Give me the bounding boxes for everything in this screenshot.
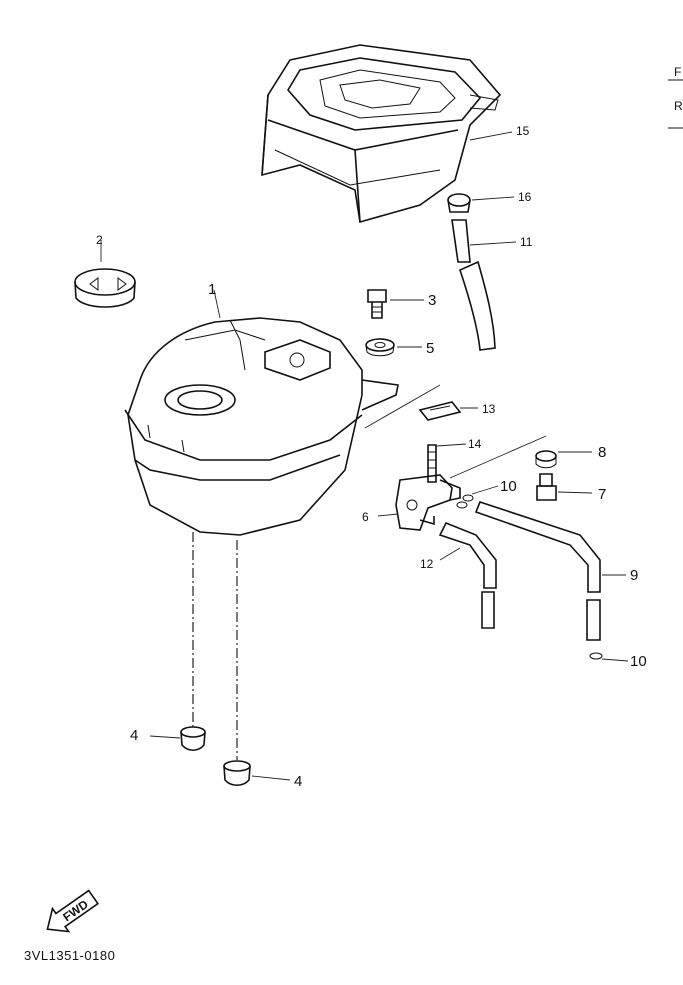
callout-4-right: 4 [294,773,302,790]
callout-12: 13 [482,402,496,416]
callout-15: 16 [518,190,532,204]
fwd-label: FWD [60,897,91,924]
part-13-screw [427,444,437,483]
part-10-clip-lower [589,652,603,660]
drawing-code: 3VL1351-0180 [24,948,115,963]
part-12-gasket [418,401,462,421]
callout-9: 9 [630,567,638,584]
edge-label-f: F [674,65,681,79]
fwd-arrow: FWD [46,889,100,933]
part-3-bolt [367,289,387,319]
part-16-hose [451,219,496,351]
part-6-fuel-cock [395,474,461,531]
callout-6: 6 [362,510,369,524]
edge-label-r: R [674,99,683,113]
part-9-hose [474,501,601,641]
part-1-fuel-tank [124,317,399,536]
callout-14: 15 [516,124,530,138]
callout-4-left: 4 [130,727,138,744]
part-10-clip-upper [456,494,474,509]
part-8-washer [535,450,557,469]
part-15-grommet [447,193,471,213]
part-7-bolt [536,473,557,501]
callout-13: 14 [468,437,482,451]
callout-1: 1 [208,281,216,298]
callout-11: 12 [420,557,434,571]
part-5-collar [365,338,395,357]
part-2-fuel-cap [74,268,136,308]
edge-labels: F R [668,65,683,129]
leader-lines [100,131,629,781]
callout-10-lower: 10 [630,653,647,670]
callout-8: 8 [598,444,606,461]
callout-7: 7 [598,486,606,503]
part-4-damper-right [223,760,251,787]
callout-5: 5 [426,340,434,357]
part-11-hose [438,521,497,629]
callout-16: 11 [520,235,533,249]
callout-2: 2 [96,233,103,247]
mount-dash-lines [192,532,238,760]
callouts: 2 1 3 5 13 14 8 10 7 6 12 9 10 4 4 15 16… [96,124,647,790]
part-14-tray [261,44,502,224]
part-4-damper-left [180,726,206,752]
callout-3: 3 [428,292,436,309]
callout-10-upper: 10 [500,478,517,495]
